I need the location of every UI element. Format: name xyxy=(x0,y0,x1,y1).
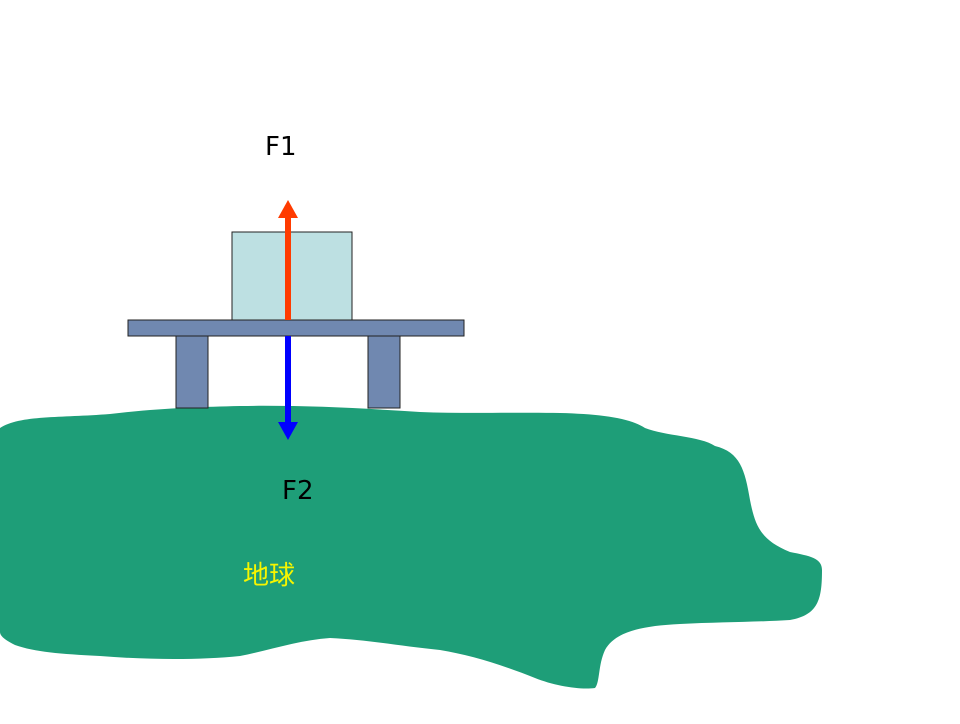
force-f1-label: F1 xyxy=(265,132,297,162)
earth-landmass xyxy=(0,405,822,689)
table-top xyxy=(127,319,465,337)
table-leg-left xyxy=(175,335,209,409)
arrow-down-icon xyxy=(278,336,298,440)
table-leg-right xyxy=(367,335,401,409)
force-f2-label: F2 xyxy=(282,476,314,506)
arrow-up-icon xyxy=(278,200,298,320)
block-object xyxy=(231,231,353,321)
earth-label: 地球 xyxy=(243,561,296,591)
